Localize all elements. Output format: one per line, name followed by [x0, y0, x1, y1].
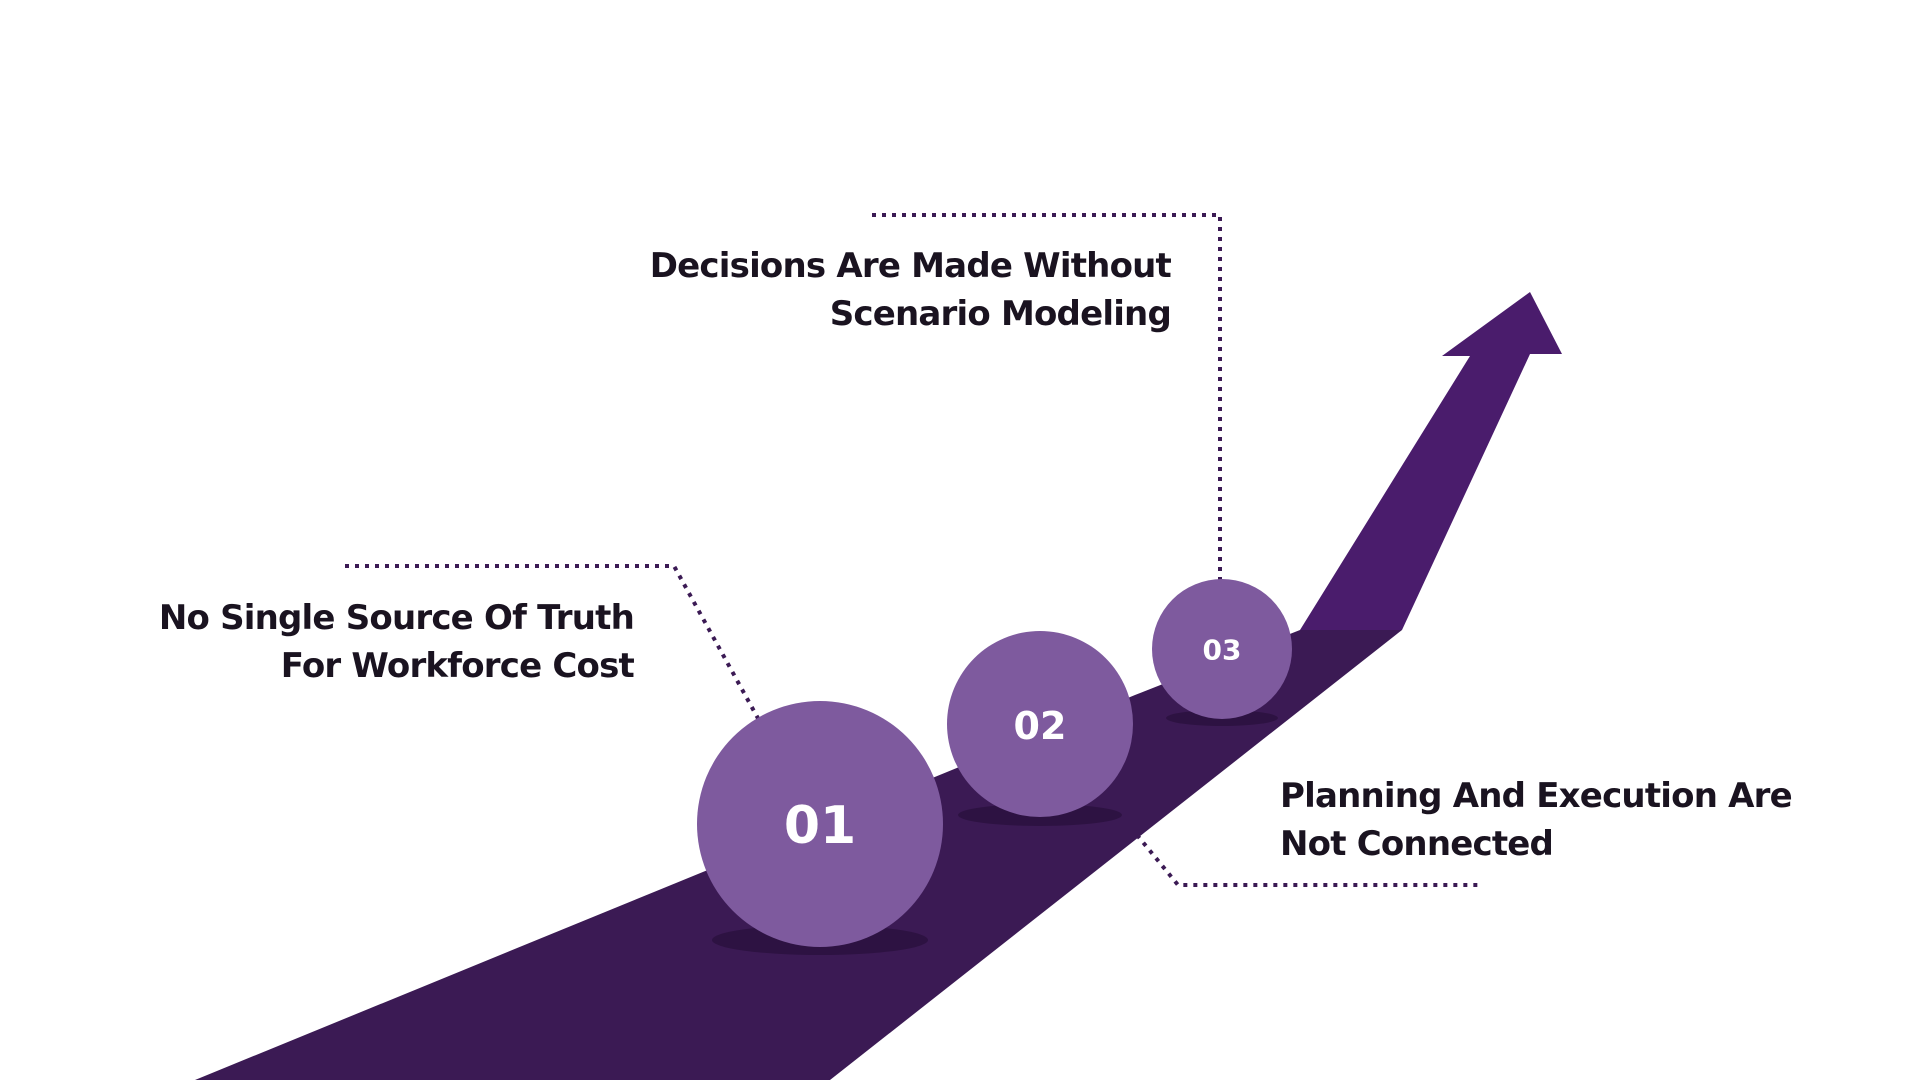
step-ball-02	[947, 631, 1133, 817]
step-number-03: 03	[1203, 634, 1242, 667]
step-ball-01	[697, 701, 943, 947]
step-label-01-line1: No Single Source Of Truth	[158, 598, 635, 638]
step-number-01: 01	[784, 796, 856, 856]
leader-line-02	[1135, 833, 1478, 887]
step-label-01-line2: For Workforce Cost	[280, 646, 635, 686]
step-label-02-line2: Not Connected	[1280, 824, 1554, 864]
growth-arrow	[1300, 292, 1562, 630]
step-label-01: No Single Source Of Truth For Workforce …	[158, 594, 635, 690]
step-label-03-line1: Decisions Are Made Without	[649, 246, 1172, 286]
step-number-02: 02	[1014, 704, 1067, 748]
step-label-02: Planning And Execution Are Not Connected	[1280, 772, 1793, 868]
step-label-03: Decisions Are Made Without Scenario Mode…	[649, 242, 1172, 338]
step-label-02-line1: Planning And Execution Are	[1280, 776, 1793, 816]
leader-line-03	[872, 213, 1222, 580]
step-label-03-line2: Scenario Modeling	[829, 294, 1172, 334]
step-ball-03	[1152, 579, 1292, 719]
